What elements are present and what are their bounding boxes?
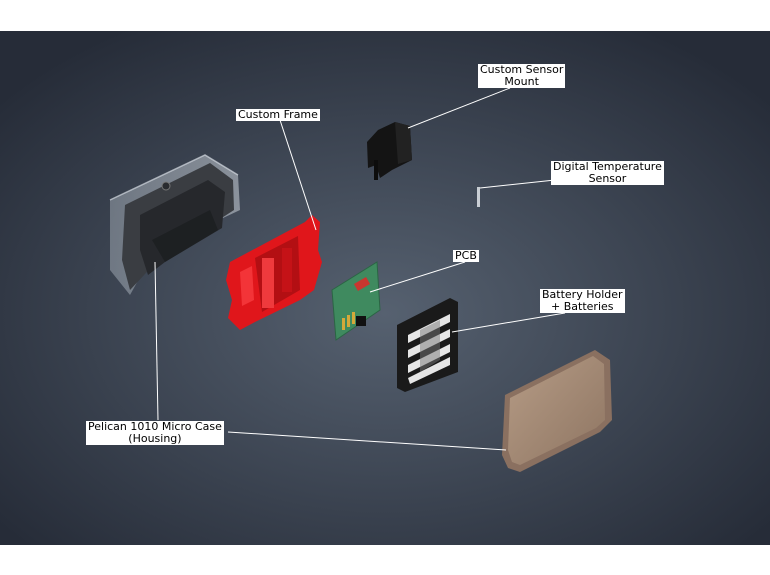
custom-frame-part (226, 215, 322, 330)
temperature-sensor-part (477, 187, 480, 207)
viewport-background (0, 31, 770, 545)
leader-pcb (369, 261, 466, 293)
label-sensor-mount-line2: Mount (504, 75, 539, 88)
label-sensor-mount-line1: Custom Sensor (480, 63, 564, 76)
leader-case-2 (227, 431, 507, 451)
label-case-line2: (Housing) (128, 432, 182, 445)
case-lid-part (502, 350, 612, 472)
leader-case-1 (154, 261, 159, 421)
label-temp-sensor-line2: Sensor (588, 172, 627, 185)
leader-battery (451, 312, 566, 333)
label-frame: Custom Frame (236, 109, 320, 121)
leader-frame (279, 119, 317, 231)
label-battery-line2: + Batteries (551, 300, 614, 313)
label-case: Pelican 1010 Micro Case (Housing) (86, 421, 224, 445)
label-battery-line1: Battery Holder (542, 288, 623, 301)
label-sensor-mount: Custom Sensor Mount (478, 63, 566, 88)
pcb-part (331, 261, 381, 341)
sensor-mount-part (367, 122, 412, 180)
label-temp-sensor-line1: Digital Temperature (553, 160, 662, 173)
label-temp-sensor: Digital Temperature Sensor (551, 161, 664, 185)
leader-temp-sensor (479, 179, 556, 189)
label-case-line1: Pelican 1010 Micro Case (88, 420, 222, 433)
pelican-case-part (109, 154, 240, 295)
leader-lines (154, 87, 566, 451)
label-pcb-text: PCB (455, 249, 477, 262)
label-pcb: PCB (453, 250, 479, 262)
label-frame-text: Custom Frame (238, 108, 318, 121)
leader-sensor-mount (407, 87, 511, 129)
battery-holder-part (397, 298, 458, 392)
label-battery: Battery Holder + Batteries (540, 289, 625, 313)
